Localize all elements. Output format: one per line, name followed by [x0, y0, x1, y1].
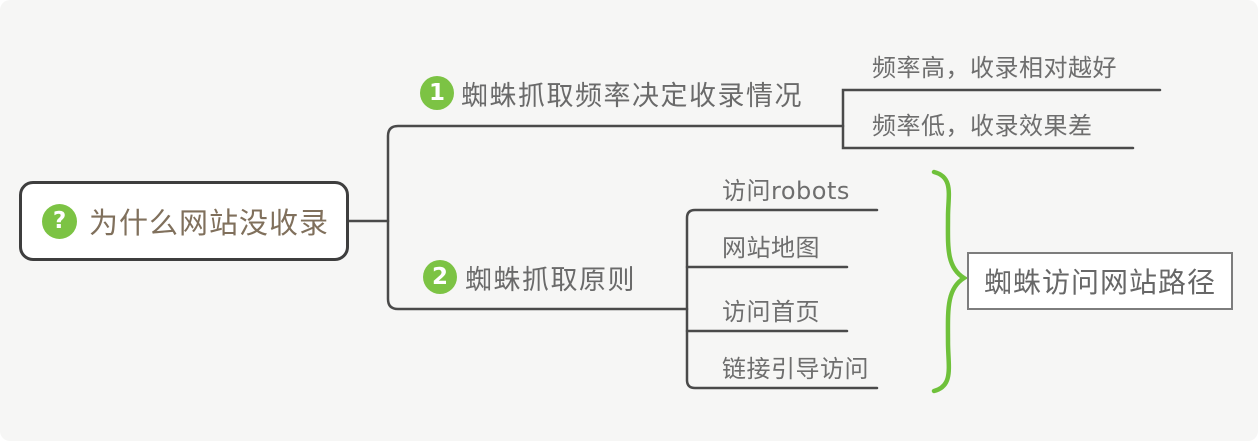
branch2-node[interactable]: 蜘蛛抓取原则	[465, 265, 636, 296]
root-node[interactable]: ? 为什么网站没收录	[19, 181, 349, 261]
branch1-child2-node[interactable]: 频率低，收录效果差	[872, 112, 1093, 140]
callout-label: 蜘蛛访问网站路径	[983, 266, 1216, 299]
question-icon: ?	[42, 203, 77, 239]
badge-1-icon: 1	[420, 76, 454, 110]
branch1-child1-node[interactable]: 频率高，收录相对越好	[872, 54, 1117, 82]
branch1-node[interactable]: 蜘蛛抓取频率决定收录情况	[461, 81, 803, 112]
branch2-child4-node[interactable]: 链接引导访问	[722, 355, 869, 383]
branch2-children-bracket-line	[685, 208, 879, 390]
curly-brace-icon	[931, 169, 969, 394]
branch1-children-bracket-line	[841, 88, 1162, 150]
branch2-child1-node[interactable]: 访问robots	[722, 177, 850, 205]
branch2-child2-node[interactable]: 网站地图	[722, 234, 820, 262]
badge-2-icon: 2	[423, 260, 457, 294]
root-node-label: 为什么网站没收录	[89, 206, 330, 240]
callout-node[interactable]: 蜘蛛访问网站路径	[967, 252, 1233, 310]
branch2-child3-node[interactable]: 访问首页	[722, 298, 820, 326]
main-bracket-line	[386, 124, 845, 311]
